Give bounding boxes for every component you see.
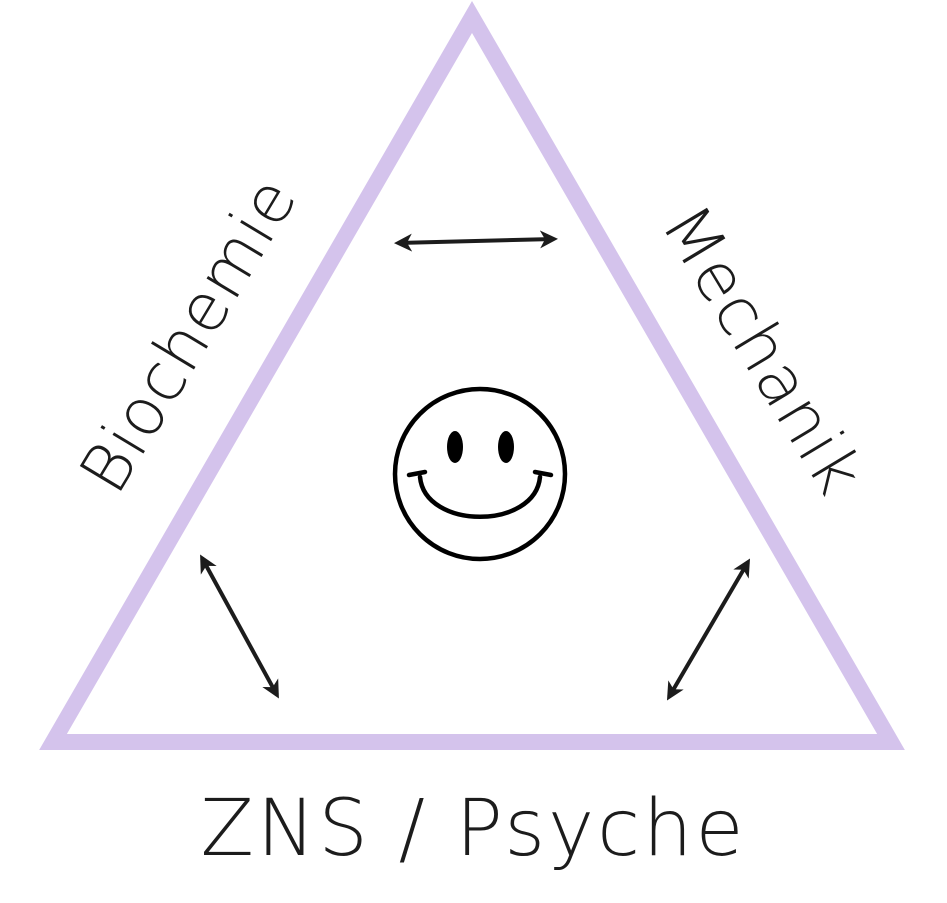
left-bidirectional-arrow bbox=[200, 554, 279, 699]
smiley-face-icon bbox=[392, 386, 568, 562]
label-zns-psyche: ZNS / Psyche bbox=[200, 784, 747, 874]
right-bidirectional-arrow bbox=[666, 558, 751, 701]
triangle-frame bbox=[39, 1, 905, 750]
top-bidirectional-arrow bbox=[394, 230, 558, 252]
